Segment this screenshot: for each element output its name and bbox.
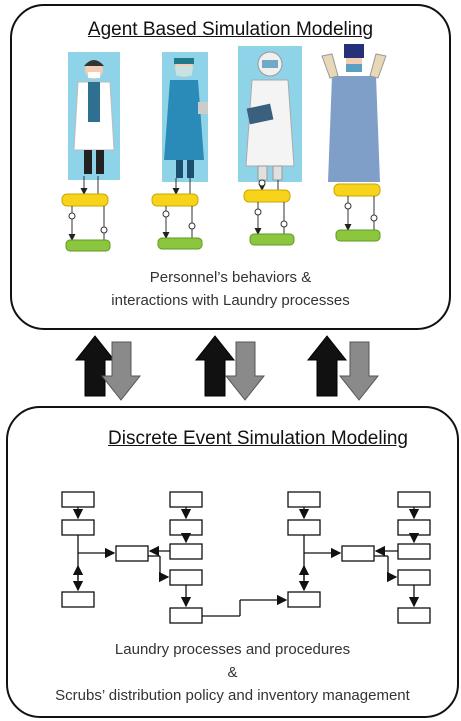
des-flowchart — [61, 491, 431, 624]
abs-caption-line-1: Personnel’s behaviors & — [149, 269, 312, 286]
des-process-box — [287, 491, 321, 508]
abs-caption: Personnel’s behaviors & interactions wit… — [10, 266, 451, 312]
doctor-white-coat-figure — [68, 52, 120, 180]
up-arrow-1 — [74, 335, 116, 397]
des-process-box — [397, 491, 431, 508]
down-arrow-2 — [224, 341, 266, 401]
des-process-box — [115, 545, 149, 562]
des-process-box — [287, 591, 321, 608]
exchange-arrow-pair-2 — [194, 335, 266, 401]
surgeon-gown-figure — [321, 44, 387, 182]
statechart-3 — [243, 179, 295, 246]
des-caption-line-3: Scrubs’ distribution policy and inventor… — [55, 687, 410, 704]
des-process-box — [169, 569, 203, 586]
des-process-box — [341, 545, 375, 562]
statechart-1 — [61, 176, 111, 252]
up-arrow-2 — [194, 335, 236, 397]
des-caption-line-2: & — [227, 664, 238, 681]
up-arrow-3 — [306, 335, 348, 397]
des-process-box — [61, 591, 95, 608]
exchange-arrows — [74, 335, 380, 401]
discrete-event-simulation-panel — [6, 406, 459, 718]
nurse-blue-gown-figure — [162, 52, 208, 182]
down-arrow-1 — [100, 341, 142, 401]
worker-protective-suit-figure — [238, 46, 302, 182]
exchange-arrow-pair-3 — [306, 335, 380, 401]
des-panel-title: Discrete Event Simulation Modeling — [108, 428, 408, 449]
des-process-box — [169, 491, 203, 508]
statechart-4 — [333, 183, 381, 242]
down-arrow-3 — [338, 341, 380, 401]
des-process-box — [287, 519, 321, 536]
des-process-box — [169, 543, 203, 560]
statechart-2 — [151, 178, 203, 250]
des-caption: Laundry processes and procedures & Scrub… — [6, 638, 459, 707]
des-caption-line-1: Laundry processes and procedures — [114, 641, 351, 658]
des-process-box — [61, 491, 95, 508]
des-process-box — [397, 543, 431, 560]
des-process-box — [169, 607, 203, 624]
abs-caption-line-2: interactions with Laundry processes — [111, 292, 350, 309]
des-process-box — [397, 607, 431, 624]
des-process-box — [169, 519, 203, 536]
des-process-box — [61, 519, 95, 536]
exchange-arrow-pair-1 — [74, 335, 142, 401]
abs-panel-title: Agent Based Simulation Modeling — [87, 19, 374, 40]
des-process-box — [397, 519, 431, 536]
abs-agents-diagram — [61, 44, 387, 252]
des-process-box — [397, 569, 431, 586]
